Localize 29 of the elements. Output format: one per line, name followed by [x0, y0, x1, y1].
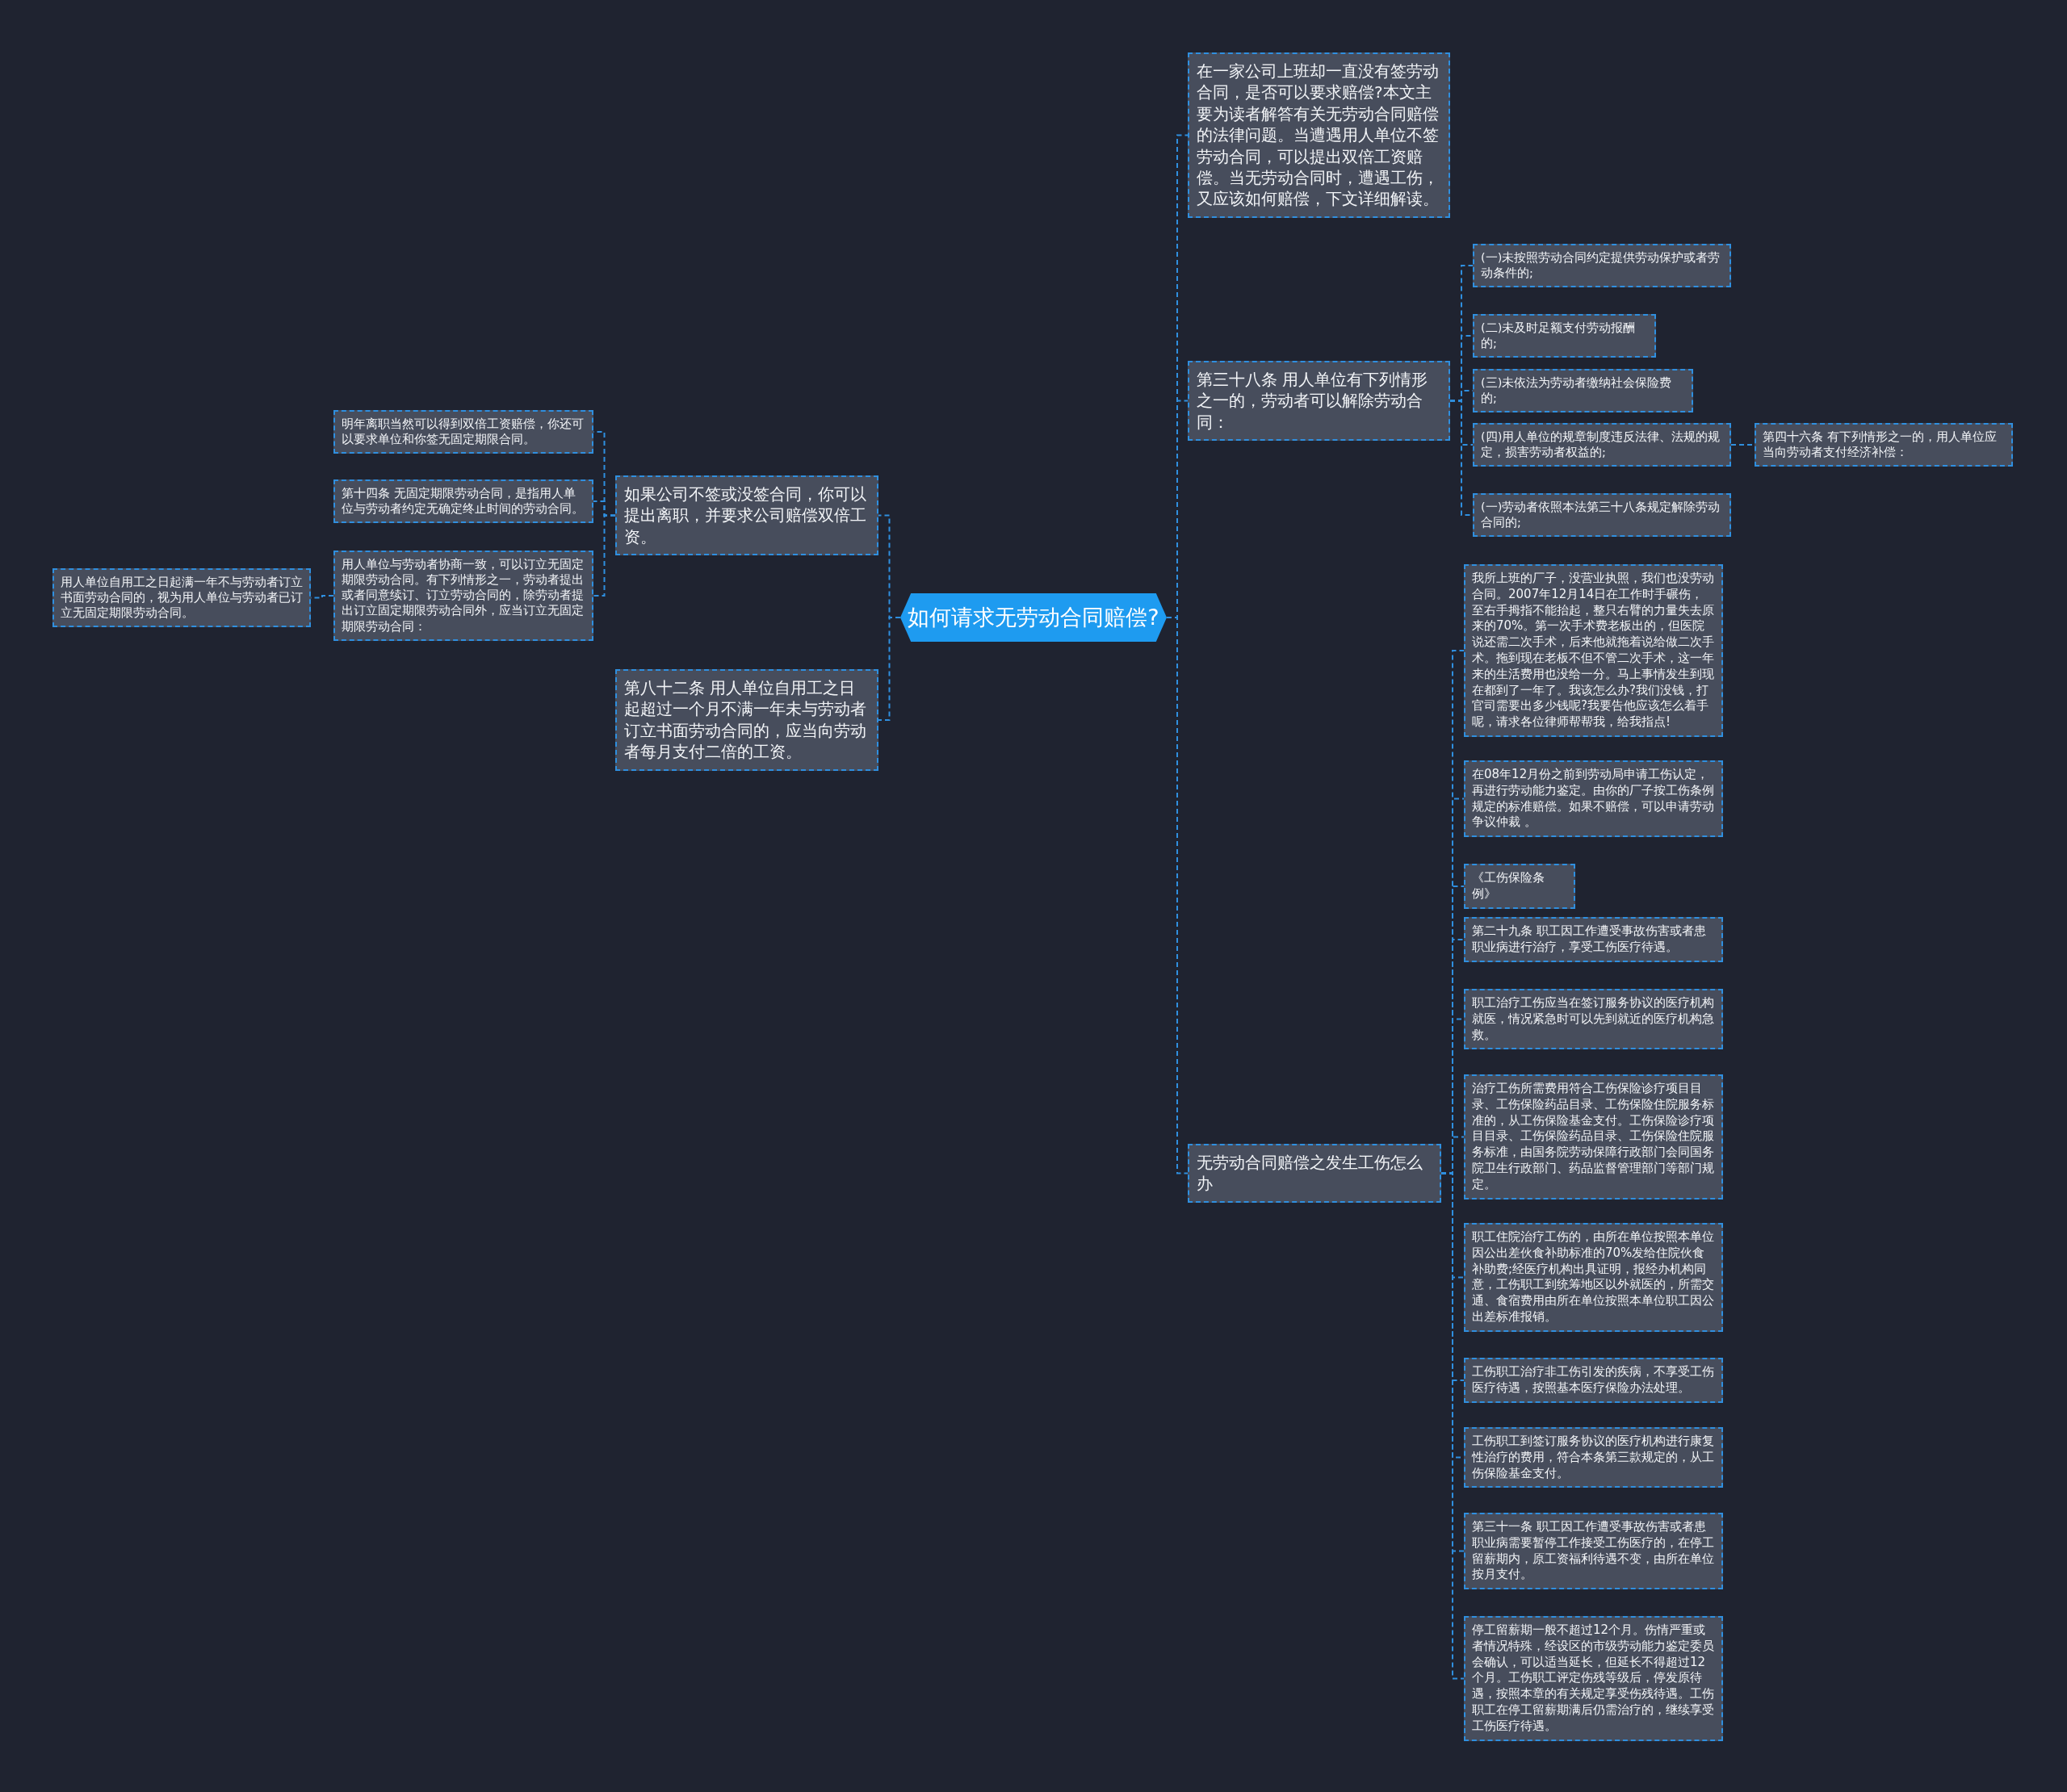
topic-box: 如果公司不签或没签合同，你可以提出离职，并要求公司赔偿双倍工资。: [615, 475, 878, 556]
subtopic-box: 在08年12月份之前到劳动局申请工伤认定，再进行劳动能力鉴定。由你的厂子按工伤条例规定的标准赔偿。如果不赔偿，可以申请劳动争议仲裁 。: [1464, 760, 1723, 838]
subtopic-box: 第三十一条 职工因工作遭受事故伤害或者患职业病需要暂停工作接受工伤医疗的，在停工留薪期内，原工资福利待遇不变，由所在单位按月支付。: [1464, 1513, 1723, 1590]
topic-box: 第八十二条 用人单位自用工之日起超过一个月不满一年未与劳动者订立书面劳动合同的，应当向劳动者每月支付二倍的工资。: [615, 669, 878, 771]
subtopic-box: (一)劳动者依照本法第三十八条规定解除劳动合同的;: [1473, 493, 1731, 538]
subtopic-box: 工伤职工到签订服务协议的医疗机构进行康复性治疗的费用，符合本条第三款规定的，从工伤保险基金支付。: [1464, 1427, 1723, 1488]
topic-box: 第三十八条 用人单位有下列情形之一的，劳动者可以解除劳动合同：: [1188, 361, 1450, 442]
subtopic-box: (三)未依法为劳动者缴纳社会保险费的;: [1473, 369, 1693, 413]
subtopic-box: 第十四条 无固定期限劳动合同，是指用人单位与劳动者约定无确定终止时间的劳动合同。: [333, 479, 593, 524]
subtopic-box: 用人单位自用工之日起满一年不与劳动者订立书面劳动合同的，视为用人单位与劳动者已订立无固定期限劳动合同。: [52, 568, 311, 628]
central-topic: 如何请求无劳动合同赔偿?: [900, 593, 1167, 642]
subtopic-box: 工伤职工治疗非工伤引发的疾病，不享受工伤医疗待遇，按照基本医疗保险办法处理。: [1464, 1358, 1723, 1403]
subtopic-box: 职工住院治疗工伤的，由所在单位按照本单位因公出差伙食补助标准的70%发给住院伙食补助费;经医疗机构出具证明，报经办机构同意，工伤职工到统筹地区以外就医的，所需交通、食宿费用由所在单位按照本单位职工因公出差标准报销。: [1464, 1223, 1723, 1332]
subtopic-box: (一)未按照劳动合同约定提供劳动保护或者劳动条件的;: [1473, 244, 1731, 288]
subtopic-box: 第四十六条 有下列情形之一的，用人单位应当向劳动者支付经济补偿：: [1755, 423, 2013, 467]
subtopic-box: 职工治疗工伤应当在签订服务协议的医疗机构就医，情况紧急时可以先到就近的医疗机构急救。: [1464, 989, 1723, 1050]
connector: [878, 617, 901, 721]
subtopic-box: 我所上班的厂子，没营业执照，我们也没劳动合同。2007年12月14日在工作时手碾伤，至右手拇指不能抬起，整只右臂的力量失去原来的70%。第一次手术费老板出的，但医院说还需二次手术，后来他就拖着说给做二次手术。拖到现在老板不但不管二次手术，这一年来的生活费用也没给一分。马上事情发生到现在都到了一年了。我该怎么办?我们没钱，打官司需要出多少钱呢?我要告他应该怎么着手呢，请求各位律师帮帮我，给我指点!: [1464, 564, 1723, 737]
subtopic-box: 停工留薪期一般不超过12个月。伤情严重或者情况特殊，经设区的市级劳动能力鉴定委员会确认，可以适当延长，但延长不得超过12个月。工伤职工评定伤残等级后，停发原待遇，按照本章的有关规定享受伤残待遇。工伤职工在停工留薪期满后仍需治疗的，继续享受工伤医疗待遇。: [1464, 1616, 1723, 1741]
subtopic-box: (四)用人单位的规章制度违反法律、法规的规定，损害劳动者权益的;: [1473, 423, 1731, 467]
subtopic-box: 第二十九条 职工因工作遭受事故伤害或者患职业病进行治疗，享受工伤医疗待遇。: [1464, 917, 1723, 962]
connector: [593, 514, 616, 597]
subtopic-box: 治疗工伤所需费用符合工伤保险诊疗项目目录、工伤保险药品目录、工伤保险住院服务标准的，从工伤保险基金支付。工伤保险诊疗项目目录、工伤保险药品目录、工伤保险住院服务标准，由国务院劳动保障行政部门会同国务院卫生行政部门、药品监督管理部门等部门规定。: [1464, 1074, 1723, 1200]
subtopic-box: 用人单位与劳动者协商一致，可以订立无固定期限劳动合同。有下列情形之一，劳动者提出或者同意续订、订立劳动合同的，除劳动者提出订立固定期限劳动合同外，应当订立无固定期限劳动合同：: [333, 551, 593, 641]
topic-box: 在一家公司上班却一直没有签劳动合同，是否可以要求赔偿?本文主要为读者解答有关无劳动合同赔偿的法律问题。当遭遇用人单位不签劳动合同，可以提出双倍工资赔偿。当无劳动合同时，遭遇工伤，又应该如何赔偿，下文详细解读。: [1188, 52, 1450, 218]
topic-box: 无劳动合同赔偿之发生工伤怎么办: [1188, 1144, 1441, 1203]
subtopic-box: 明年离职当然可以得到双倍工资赔偿，你还可以要求单位和你签无固定期限合同。: [333, 410, 593, 454]
subtopic-box: (二)未及时足额支付劳动报酬的;: [1473, 314, 1656, 358]
subtopic-box: 《工伤保险条例》: [1464, 864, 1575, 909]
